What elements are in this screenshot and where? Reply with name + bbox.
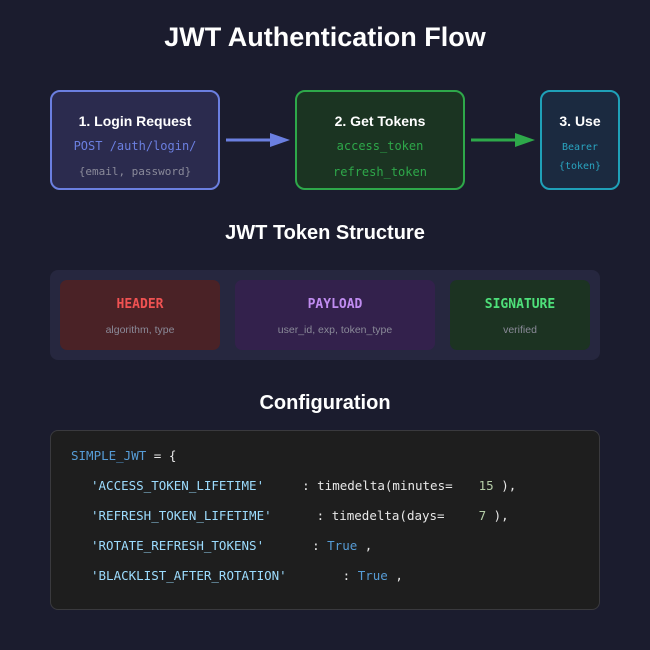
token-part-header: HEADER algorithm, type <box>60 280 220 350</box>
page-title: JWT Authentication Flow <box>164 22 486 52</box>
assign-op: = { <box>146 448 177 463</box>
arrow-icon <box>471 133 535 147</box>
step-token: {token} <box>558 161 602 172</box>
flow-step-login: 1. Login Request POST /auth/login/ {emai… <box>50 90 220 190</box>
part-desc: verified <box>503 324 537 336</box>
token-structure: HEADER algorithm, type PAYLOAD user_id, … <box>50 270 600 360</box>
config-key: 'ACCESS_TOKEN_LIFETIME' <box>91 478 265 493</box>
config-key: 'ROTATE_REFRESH_TOKENS' <box>91 538 265 553</box>
arrow-icon <box>226 133 290 147</box>
code-line: 'BLACKLIST_AFTER_ROTATION': True , <box>91 568 403 583</box>
config-heading: Configuration <box>259 392 391 414</box>
part-desc: algorithm, type <box>105 324 175 336</box>
token-part-signature: SIGNATURE verified <box>450 280 590 350</box>
part-name: HEADER <box>116 297 164 312</box>
step-title: 1. Login Request <box>78 113 192 129</box>
config-key: 'REFRESH_TOKEN_LIFETIME' <box>91 508 272 523</box>
step-endpoint: POST /auth/login/ <box>73 139 197 153</box>
step-refresh-token: refresh_token <box>333 165 427 179</box>
func: timedelta(days= <box>331 508 445 523</box>
sep: : <box>312 538 328 553</box>
close: , <box>357 538 373 553</box>
step-params: {email, password} <box>78 165 192 178</box>
flow-step-get-tokens: 2. Get Tokens access_token refresh_token <box>295 90 465 190</box>
code-line: 'ROTATE_REFRESH_TOKENS': True , <box>91 538 372 553</box>
close: , <box>387 568 403 583</box>
config-code-block: SIMPLE_JWT = { 'ACCESS_TOKEN_LIFETIME': … <box>50 430 600 610</box>
code-line: SIMPLE_JWT = { <box>71 448 176 463</box>
part-name: PAYLOAD <box>307 297 363 312</box>
config-value: True <box>357 568 388 583</box>
config-key: 'BLACKLIST_AFTER_ROTATION' <box>91 568 287 583</box>
config-value: True <box>327 538 358 553</box>
sep: : <box>316 508 332 523</box>
sep: : <box>302 478 318 493</box>
token-part-payload: PAYLOAD user_id, exp, token_type <box>235 280 435 350</box>
step-title: 3. Use <box>559 113 601 129</box>
code-line: 'ACCESS_TOKEN_LIFETIME': timedelta(minut… <box>91 478 516 493</box>
step-title: 2. Get Tokens <box>334 113 426 129</box>
part-name: SIGNATURE <box>484 297 556 312</box>
sep: : <box>342 568 358 583</box>
config-value: 15 <box>478 478 494 493</box>
code-line: 'REFRESH_TOKEN_LIFETIME': timedelta(days… <box>91 508 509 523</box>
part-desc: user_id, exp, token_type <box>277 324 393 336</box>
structure-heading: JWT Token Structure <box>225 222 425 244</box>
flow-step-use: 3. Use Bearer {token} <box>540 90 620 190</box>
config-value: 7 <box>478 508 487 523</box>
close: ), <box>486 508 509 523</box>
step-bearer: Bearer <box>561 142 599 153</box>
func: timedelta(minutes= <box>317 478 453 493</box>
close: ), <box>493 478 517 493</box>
var-name: SIMPLE_JWT <box>71 448 147 463</box>
step-access-token: access_token <box>336 139 424 153</box>
